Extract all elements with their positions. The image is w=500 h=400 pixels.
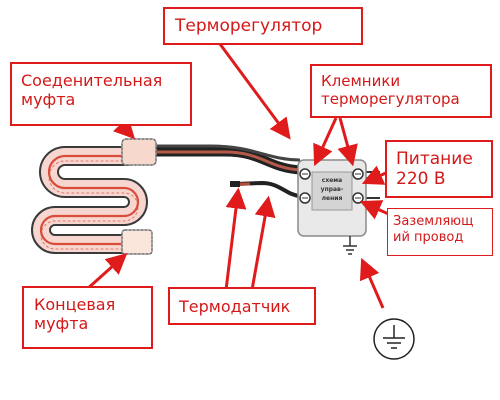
callout-terminals-line2: терморегулятора <box>321 90 460 108</box>
terminal-screw <box>352 168 364 180</box>
callout-connection-coupling-line1: Соеденительная <box>21 71 163 90</box>
callout-power-line1: Питание <box>396 149 473 169</box>
callout-thermostat: Терморегулятор <box>163 7 363 45</box>
arrow-to-sensor-a <box>224 187 247 291</box>
terminal-screw <box>352 192 364 204</box>
callout-ground-line2: ий провод <box>393 229 464 245</box>
ground-icon <box>373 318 415 360</box>
callout-connection-coupling: Соеденительная муфта <box>10 62 192 126</box>
callout-ground-line1: Заземляющ <box>393 214 474 229</box>
callout-thermostat-terminals: Клемники терморегулятора <box>310 64 492 118</box>
control-box: схема управ- ления <box>297 159 367 237</box>
callout-ground-wire: Заземляющ ий провод <box>387 208 493 256</box>
callout-end-coupling-line2: муфта <box>34 314 89 334</box>
control-box-label: управ- <box>321 186 344 193</box>
arrow-to-terminal-right <box>337 117 358 167</box>
connection-coupling <box>121 138 157 166</box>
control-box-label: ления <box>322 195 343 202</box>
callout-end-coupling: Концевая муфта <box>22 286 153 349</box>
control-box-label: схема <box>322 177 342 184</box>
terminal-screw <box>299 192 311 204</box>
arrow-to-end-coupling <box>84 252 128 292</box>
end-coupling <box>121 229 153 255</box>
arrow-to-power <box>361 165 389 185</box>
ground-symbol-small <box>343 236 357 255</box>
callout-end-coupling-line1: Концевая <box>34 295 116 314</box>
arrow-to-sensor-b <box>250 195 276 291</box>
callout-thermostat-label: Терморегулятор <box>175 16 323 36</box>
callout-sensor-label: Термодатчик <box>179 297 291 316</box>
callout-power-supply: Питание 220 В <box>385 140 493 198</box>
callout-temperature-sensor: Термодатчик <box>168 287 316 325</box>
heating-cable <box>31 146 148 254</box>
arrow-to-ground-symbol <box>359 257 385 309</box>
callout-connection-coupling-line2: муфта <box>21 90 76 110</box>
sensor-lead <box>230 180 301 198</box>
arrow-to-terminal-left <box>313 117 338 167</box>
terminal-screw <box>299 168 311 180</box>
arrow-to-thermostat <box>218 43 291 140</box>
cold-lead-cable <box>150 144 301 175</box>
callout-power-line2: 220 В <box>396 169 446 190</box>
callout-terminals-line1: Клемники <box>321 72 401 90</box>
